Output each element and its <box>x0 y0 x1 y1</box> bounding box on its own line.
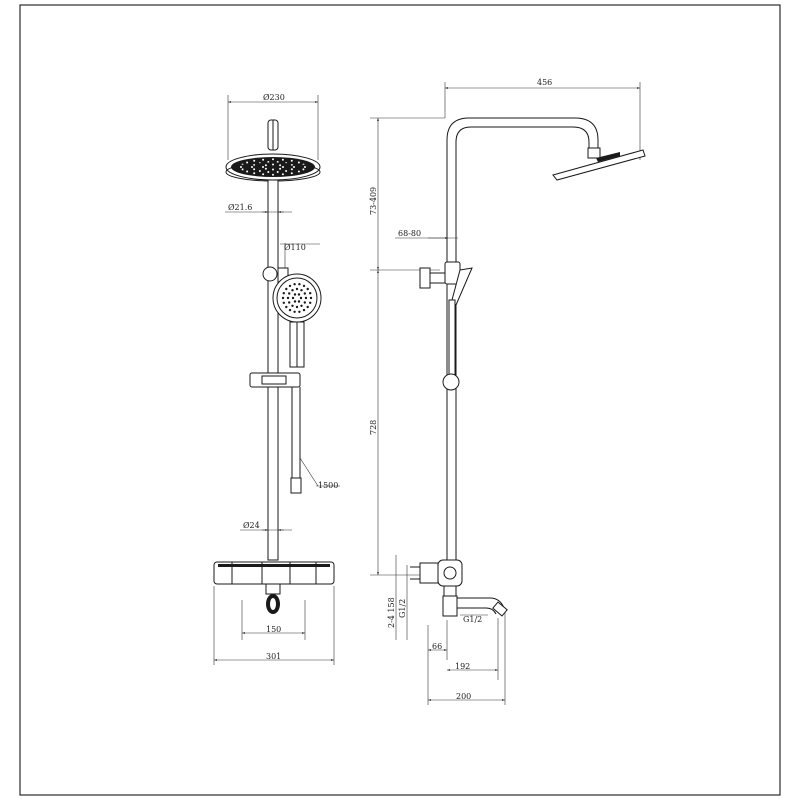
dimension-spout-offset: 66 <box>427 620 448 705</box>
dimension-outlet: G1/2 <box>460 614 488 624</box>
side-slide-bracket <box>442 373 460 391</box>
hose: 1500 <box>290 387 340 494</box>
side-riser-pipe <box>446 117 601 560</box>
label-upper-height: 73-409 <box>369 187 378 215</box>
label-upper-pipe-diameter: Ø21.6 <box>228 203 252 212</box>
side-spout <box>442 595 508 617</box>
label-spout-length: 192 <box>455 662 470 671</box>
side-view: 456 73-409 68-80 <box>369 78 646 705</box>
side-diverter <box>419 261 473 381</box>
side-shower-head <box>552 149 646 181</box>
dimension-head-diameter: Ø230 <box>227 93 319 160</box>
label-hose-length: 1500 <box>318 481 338 490</box>
label-spout-total: 200 <box>456 692 471 701</box>
label-inlet-size: G1/2 <box>398 599 407 618</box>
hand-shower <box>272 273 322 368</box>
label-wall-distance: 68-80 <box>398 229 421 238</box>
slide-bracket <box>249 372 301 388</box>
label-inlet-range: 2-4 158 <box>387 597 396 628</box>
label-hand-shower-diameter: Ø110 <box>284 243 306 252</box>
label-projection: 456 <box>537 78 552 87</box>
dimension-upper-height: 73-409 <box>369 117 445 271</box>
label-outlet-thread: G1/2 <box>463 615 482 624</box>
dimension-spout-length: 192 <box>447 618 499 680</box>
rain-shower-head <box>225 153 321 182</box>
dimension-lower-pipe: Ø24 <box>240 521 292 531</box>
side-valve <box>410 559 463 597</box>
label-valve-width: 301 <box>266 652 281 661</box>
label-spout-offset: 66 <box>432 642 442 651</box>
dimension-projection: 456 <box>444 78 641 160</box>
dimension-inlet: 2-4 158 G1/2 <box>387 555 408 640</box>
dimension-upper-pipe: Ø21.6 <box>225 203 292 213</box>
dimension-valve-center: 150 <box>241 600 306 640</box>
label-head-diameter: Ø230 <box>263 93 285 102</box>
drawing-border <box>19 4 781 796</box>
thermostatic-valve <box>213 561 335 614</box>
front-view: Ø230 Ø21.6 Ø110 <box>213 93 340 665</box>
label-valve-center: 150 <box>266 625 281 634</box>
label-lower-pipe-diameter: Ø24 <box>243 521 260 530</box>
dimension-valve-width: 301 <box>213 586 335 665</box>
dimension-lower-height: 728 <box>369 270 420 576</box>
label-lower-height: 728 <box>369 420 378 435</box>
dimension-wall-distance: 68-80 <box>395 229 458 239</box>
dimension-spout-total: 200 <box>428 613 506 705</box>
